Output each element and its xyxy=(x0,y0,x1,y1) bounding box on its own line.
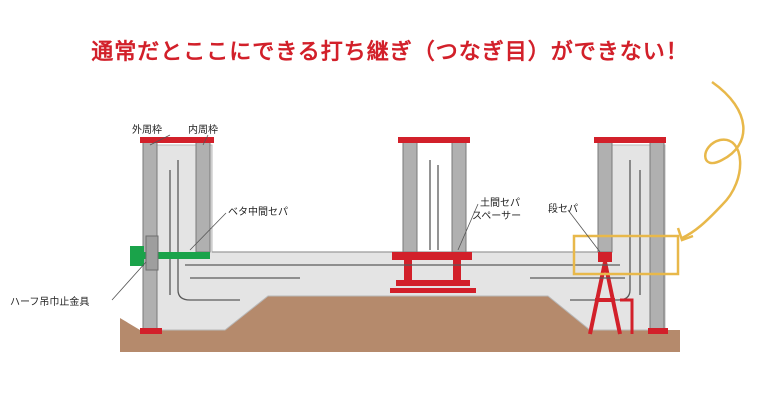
label-beta-separator: ベタ中間セパ xyxy=(228,205,288,218)
highlight-box xyxy=(572,234,680,276)
label-half-hanger: ハーフ吊巾止金具 xyxy=(10,295,89,308)
curly-arrow xyxy=(681,80,745,240)
label-step-separator: 段セパ xyxy=(548,202,578,215)
label-inner-frame: 内周枠 xyxy=(188,123,218,136)
inner-frame-middle-right xyxy=(451,139,467,253)
earth-separator-base xyxy=(392,252,472,260)
inner-frame-left xyxy=(195,139,211,253)
label-earth-separator-2: スペーサー xyxy=(472,210,521,222)
headline-text: 通常だとここにできる打ち継ぎ（つなぎ目）ができない！ xyxy=(91,40,689,65)
beta-separator-green xyxy=(130,252,210,259)
inner-frame-middle-left xyxy=(402,139,418,253)
label-earth-separator-1: 土間セパ xyxy=(480,196,520,209)
soil-ground xyxy=(120,296,680,352)
half-hanger xyxy=(145,235,159,271)
label-outer-frame: 外周枠 xyxy=(132,123,162,136)
